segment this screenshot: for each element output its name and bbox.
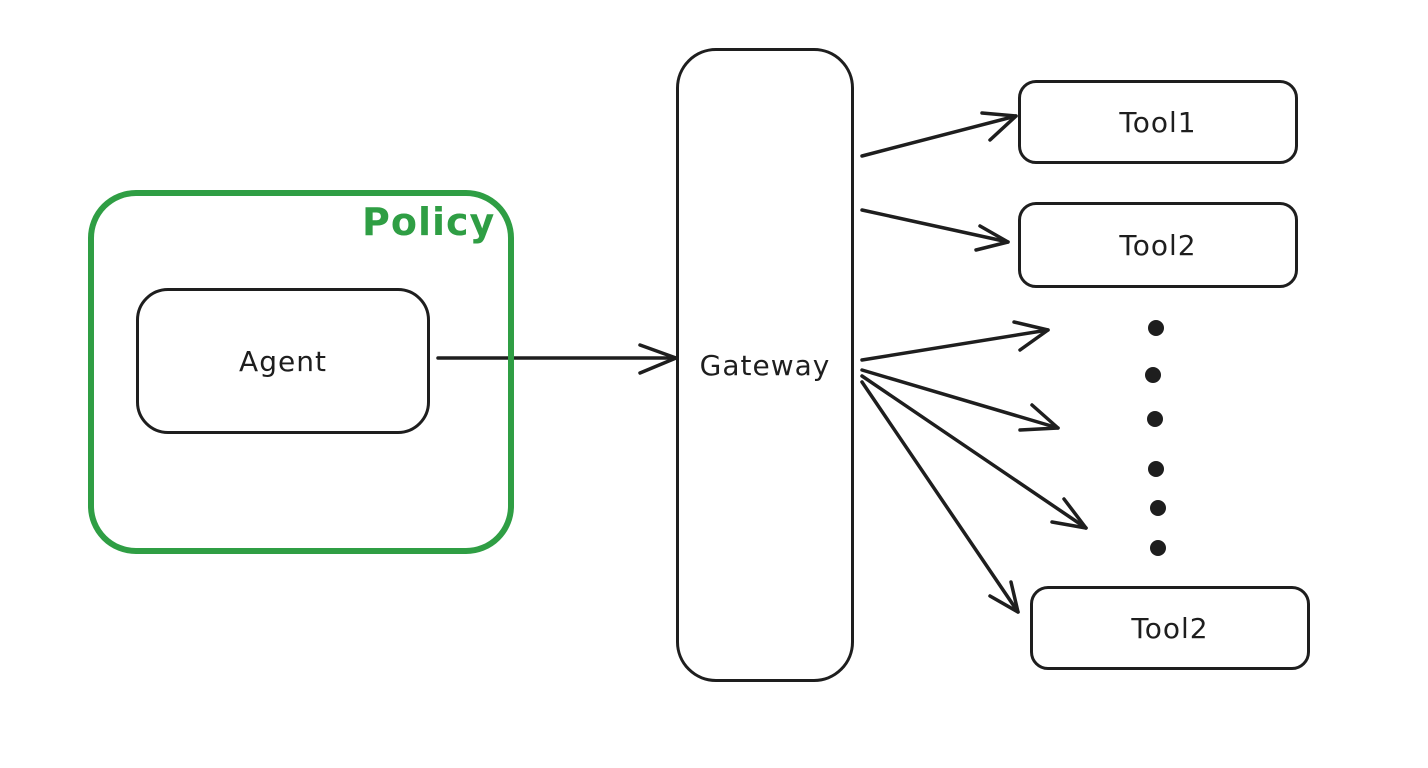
tool-node-1: Tool1 — [1018, 80, 1298, 164]
tool-label: Tool2 — [1131, 611, 1209, 645]
arrow-gateway-to-tool1 — [860, 111, 1018, 158]
agent-label: Agent — [239, 344, 327, 378]
gateway-label: Gateway — [699, 348, 831, 382]
arrow-gateway-to-more-1 — [860, 320, 1050, 362]
tool-node-last: Tool2 — [1030, 586, 1310, 670]
ellipsis-dot — [1148, 461, 1164, 477]
tool-label: Tool1 — [1119, 105, 1197, 139]
ellipsis-dot — [1145, 367, 1161, 383]
tool-node-2: Tool2 — [1018, 202, 1298, 288]
arrow-gateway-to-more-2 — [860, 368, 1060, 432]
ellipsis-dot — [1147, 411, 1163, 427]
agent-node: Agent — [136, 288, 430, 434]
ellipsis-dots — [1145, 320, 1166, 556]
arrow-gateway-to-tool2 — [860, 208, 1010, 252]
ellipsis-dot — [1150, 500, 1166, 516]
arrow-gateway-to-more-3 — [860, 374, 1088, 530]
tool-label: Tool2 — [1119, 228, 1197, 262]
policy-container — [88, 190, 514, 554]
gateway-node: Gateway — [676, 48, 854, 682]
ellipsis-dot — [1150, 540, 1166, 556]
arrow-gateway-to-last-tool — [860, 380, 1020, 614]
ellipsis-dot — [1148, 320, 1164, 336]
policy-label: Policy — [362, 200, 496, 244]
